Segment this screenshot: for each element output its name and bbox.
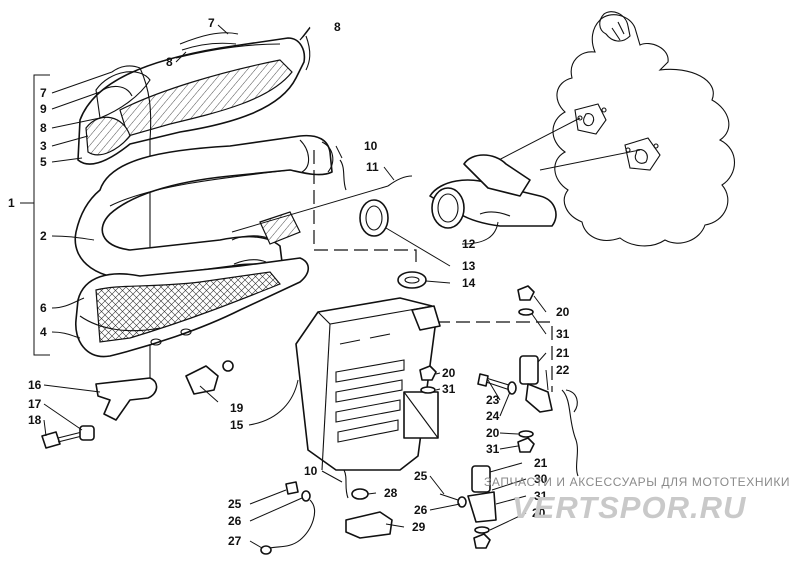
engine-block-outline xyxy=(552,11,735,247)
callout-label: 1 xyxy=(8,196,15,210)
spring-7-upper xyxy=(179,32,239,45)
callout-label: 14 xyxy=(462,276,476,290)
callout-label: 22 xyxy=(556,363,570,377)
callout-label: 29 xyxy=(412,520,426,534)
callout-label: 8 xyxy=(166,55,173,69)
callout-label: 4 xyxy=(40,325,47,339)
watermark-logo: VERTSPOR.RU xyxy=(512,490,747,525)
gasket-13 xyxy=(359,199,389,237)
exhaust-pipe xyxy=(74,134,334,280)
callout-label: 31 xyxy=(534,489,548,503)
callout-label: 12 xyxy=(462,237,476,251)
callout-label: 28 xyxy=(384,486,398,500)
callout-label: 8 xyxy=(40,121,47,135)
grommet-14 xyxy=(397,271,427,289)
callout-label: 15 xyxy=(230,418,244,432)
spring-10-upper xyxy=(339,159,347,191)
callout-label: 10 xyxy=(304,464,318,478)
frame-rail xyxy=(561,389,579,477)
mount-hardware-right xyxy=(419,285,553,549)
callout-label: 20 xyxy=(486,426,500,440)
callout-label: 31 xyxy=(486,442,500,456)
muffler xyxy=(295,297,441,471)
group-bracket-1 xyxy=(33,74,50,356)
mount-hardware-bottom xyxy=(343,469,393,539)
callout-label: 3 xyxy=(40,139,47,153)
callout-label: 16 xyxy=(28,378,42,392)
callout-label: 20 xyxy=(442,366,456,380)
callout-label: 18 xyxy=(28,413,42,427)
callout-label: 23 xyxy=(486,393,500,407)
callout-label: 7 xyxy=(40,86,47,100)
upper-heat-shield xyxy=(77,37,306,165)
spring-11-line xyxy=(231,185,389,233)
callout-label: 25 xyxy=(414,469,428,483)
hardware-25-26-27 xyxy=(260,481,315,555)
callout-label: 13 xyxy=(462,259,476,273)
callout-label: 25 xyxy=(228,497,242,511)
callout-labels: 1 2 3 4 5 6 7 7 8 8 8 9 10 10 11 12 13 1… xyxy=(8,16,570,548)
clamp-9 xyxy=(99,85,133,97)
ref-line-1 xyxy=(313,150,417,268)
leader-lines xyxy=(43,24,549,549)
manifold-engine-line-2 xyxy=(539,149,641,171)
callout-label: 6 xyxy=(40,301,47,315)
spring-7-left xyxy=(111,65,141,73)
callout-label: 9 xyxy=(40,102,47,116)
callout-label: 2 xyxy=(40,229,47,243)
spring-11 xyxy=(387,175,413,187)
bolt-18 xyxy=(41,431,83,449)
callout-label: 26 xyxy=(414,503,428,517)
callout-label: 20 xyxy=(532,506,546,520)
spring-8-upper xyxy=(181,42,237,51)
watermark-caption: ЗАПЧАСТИ И АКСЕССУАРЫ ДЛЯ МОТОТЕХНИКИ xyxy=(484,475,791,489)
callout-label: 11 xyxy=(366,160,379,174)
callout-label: 5 xyxy=(40,155,47,169)
callout-label: 21 xyxy=(534,456,548,470)
spring-8-side xyxy=(305,35,311,71)
grommet-17 xyxy=(79,425,95,441)
callout-label: 27 xyxy=(228,534,242,548)
lower-heat-shield xyxy=(75,257,310,358)
callout-label: 8 xyxy=(334,20,341,34)
exhaust-manifold xyxy=(429,154,557,229)
callout-label: 31 xyxy=(556,327,570,341)
callout-label: 7 xyxy=(208,16,215,30)
manifold-engine-line xyxy=(492,117,581,164)
callout-label: 31 xyxy=(442,382,456,396)
bracket-16 xyxy=(95,377,158,421)
callout-label: 20 xyxy=(556,305,570,319)
spring-8-long xyxy=(139,67,152,380)
callout-label: 19 xyxy=(230,401,244,415)
callout-label: 17 xyxy=(28,397,42,411)
callout-label: 30 xyxy=(534,472,548,486)
plate-19 xyxy=(185,360,234,395)
ref-line-2 xyxy=(436,321,553,392)
callout-label: 24 xyxy=(486,409,500,423)
callout-label: 10 xyxy=(364,139,378,153)
callout-label: 26 xyxy=(228,514,242,528)
callout-label: 21 xyxy=(556,346,570,360)
